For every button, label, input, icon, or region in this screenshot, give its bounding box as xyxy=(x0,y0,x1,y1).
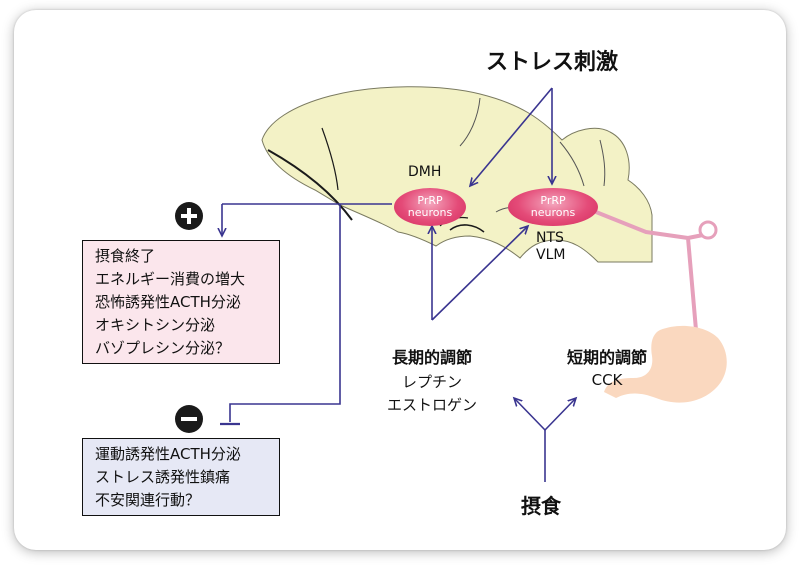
long-term-heading: 長期的調節 xyxy=(391,348,472,367)
feeding-arrow-long xyxy=(514,398,546,431)
brain-section xyxy=(261,86,653,263)
positive-effect-item: 摂食終了 xyxy=(95,247,156,265)
positive-effect-item: 恐怖誘発性ACTH分泌 xyxy=(95,293,241,311)
brain-fold-1 xyxy=(267,149,353,221)
prrp-neurons-dmh: PrRP neurons xyxy=(394,188,466,226)
region-label-dmh: DMH xyxy=(408,164,442,180)
prrp-neurons-nts: PrRP neurons xyxy=(508,188,598,226)
diagram-title: ストレス刺激 xyxy=(486,50,619,75)
neuron-label-line2: neurons xyxy=(530,206,576,219)
long-term-item-leptin: レプチン xyxy=(401,373,462,391)
brain-fold-2 xyxy=(321,127,339,191)
positive-effects-box: 摂食終了 エネルギー消費の増大 恐怖誘発性ACTH分泌 オキシトシン分泌 バゾプ… xyxy=(82,240,280,364)
neuron-label-line1: PrRP xyxy=(417,194,443,207)
brain-fold-3 xyxy=(459,97,481,147)
minus-sign-icon xyxy=(175,405,203,433)
stomach xyxy=(604,325,727,403)
output-line-negative xyxy=(229,204,341,422)
long-term-arrow-nts xyxy=(431,226,528,321)
long-term-regulation: 長期的調節 レプチン エストロゲン xyxy=(368,344,496,415)
negative-effects-box: 運動誘発性ACTH分泌 ストレス誘発性鎮痛 不安関連行動？ xyxy=(82,438,280,516)
negative-effect-item: 不安関連行動？ xyxy=(95,491,201,509)
negative-effect-item: 運動誘発性ACTH分泌 xyxy=(95,445,241,463)
feeding-arrow-short xyxy=(544,398,576,431)
positive-effect-item: バゾプレシン分泌？ xyxy=(95,339,231,357)
brain-fold-4 xyxy=(559,141,585,187)
short-term-item-cck: CCK xyxy=(591,371,623,389)
long-term-item-estrogen: エストロゲン xyxy=(386,396,477,414)
region-label-nts: NTS xyxy=(536,230,564,246)
feeding-label: 摂食 xyxy=(521,494,561,518)
stress-arrow-dmh xyxy=(470,87,553,186)
plus-sign-icon xyxy=(175,202,203,230)
neuron-label-line2: neurons xyxy=(407,206,453,219)
positive-effect-item: オキシトシン分泌 xyxy=(95,316,216,334)
vagal-ganglion xyxy=(698,220,718,240)
region-label-vlm: VLM xyxy=(536,247,566,263)
positive-effect-item: エネルギー消費の増大 xyxy=(95,270,246,288)
short-term-heading: 短期的調節 xyxy=(566,348,647,367)
brain-fold-5 xyxy=(599,139,606,187)
brain-fold-6 xyxy=(449,224,485,233)
neuron-label-line1: PrRP xyxy=(540,194,566,207)
short-term-regulation: 短期的調節 CCK xyxy=(548,344,666,389)
negative-effect-item: ストレス誘発性鎮痛 xyxy=(95,468,231,486)
